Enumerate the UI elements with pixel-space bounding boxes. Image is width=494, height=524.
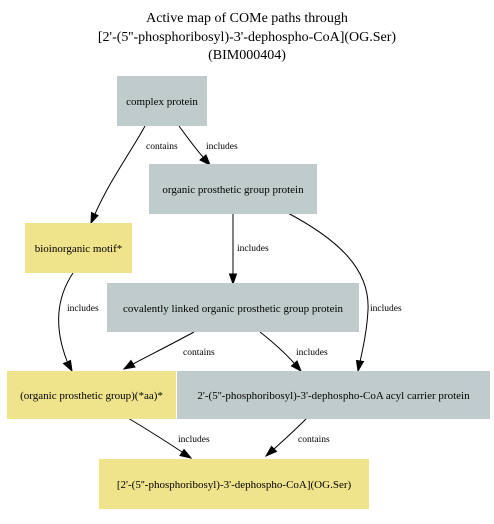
node-bioinorganic-motif-box — [25, 223, 132, 273]
node-target-label: [2'-(5''-phosphoribosyl)-3'-dephospho-Co… — [117, 479, 352, 491]
edge-acp-target — [273, 417, 308, 450]
node-bioinorganic-motif-label: bioinorganic motif* — [35, 243, 122, 255]
node-complex-protein-label: complex protein — [126, 96, 198, 108]
edge-cl-acp-arrowhead — [290, 360, 302, 373]
edge-cp-opgp-arrowhead — [199, 154, 211, 167]
node-acyl-carrier-protein-label: 2'-(5''-phosphoribosyl)-3'-dephospho-CoA… — [197, 390, 470, 402]
node-acyl-carrier-protein[interactable]: 2'-(5''-phosphoribosyl)-3'-dephospho-CoA… — [177, 371, 490, 419]
node-target[interactable]: [2'-(5''-phosphoribosyl)-3'-dephospho-Co… — [99, 459, 369, 509]
edge-acp-target-arrowhead — [264, 445, 278, 458]
title-line-1: Active map of COMe paths through — [146, 11, 348, 26]
edge-cp-bm — [94, 125, 146, 215]
edge-opgp-acp — [283, 210, 369, 363]
node-complex-protein[interactable]: complex protein — [117, 76, 207, 126]
edge-cl-opgaa — [132, 331, 195, 365]
title-line-2: [2'-(5''-phosphoribosyl)-3'-dephospho-Co… — [98, 30, 397, 45]
edge-label-cp-includes-opgp: includes — [206, 142, 238, 152]
node-target-box — [99, 459, 369, 509]
edge-bm-opgaa-arrowhead — [62, 359, 73, 373]
node-organic-prosthetic-group-aa-label: (organic prosthetic group)(*aa)* — [20, 390, 163, 402]
node-covalently-linked-protein-box — [107, 283, 359, 332]
nodes: complex protein organic prosthetic group… — [7, 76, 490, 509]
edge-opgp-cl-arrowhead — [228, 273, 238, 286]
edge-label-opgaa-includes-target: includes — [178, 435, 210, 445]
node-bioinorganic-motif[interactable]: bioinorganic motif* — [25, 223, 132, 273]
edge-opgaa-target-arrowhead — [179, 448, 193, 459]
edge-label-cl-includes-acp: includes — [296, 348, 328, 358]
edge-cp-opgp — [178, 125, 204, 158]
node-organic-prosthetic-group-protein-box — [149, 164, 317, 214]
edge-label-acp-contains-target: contains — [298, 435, 330, 445]
edge-label-opgp-includes-cl: includes — [237, 244, 269, 254]
edge-cl-opgaa-arrowhead — [122, 359, 136, 370]
edge-cl-acp — [259, 331, 295, 364]
node-organic-prosthetic-group-protein[interactable]: organic prosthetic group protein — [149, 164, 317, 214]
edge-label-cl-contains-opgaa: contains — [183, 348, 215, 358]
title-line-3: (BIM000404) — [208, 48, 286, 63]
node-complex-protein-box — [117, 76, 207, 126]
edge-bm-opgaa — [58, 272, 74, 362]
edge-opgaa-target — [127, 417, 183, 453]
node-acyl-carrier-protein-box — [177, 371, 490, 419]
edges: contains includes includes includes incl… — [58, 125, 402, 459]
node-covalently-linked-protein[interactable]: covalently linked organic prosthetic gro… — [107, 283, 359, 332]
edge-cp-bm-arrowhead — [90, 211, 99, 225]
node-organic-prosthetic-group-aa[interactable]: (organic prosthetic group)(*aa)* — [7, 371, 176, 419]
edge-label-opgp-includes-acp: includes — [370, 304, 402, 314]
edge-label-bm-includes-opgaa: includes — [67, 304, 99, 314]
edge-opgp-acp-arrowhead — [355, 359, 365, 373]
node-organic-prosthetic-group-aa-box — [7, 371, 176, 419]
node-organic-prosthetic-group-protein-label: organic prosthetic group protein — [162, 184, 304, 196]
edge-label-cp-contains-bm: contains — [146, 142, 178, 152]
node-covalently-linked-protein-label: covalently linked organic prosthetic gro… — [123, 303, 344, 315]
graph-title: Active map of COMe paths through [2'-(5'… — [98, 11, 397, 63]
